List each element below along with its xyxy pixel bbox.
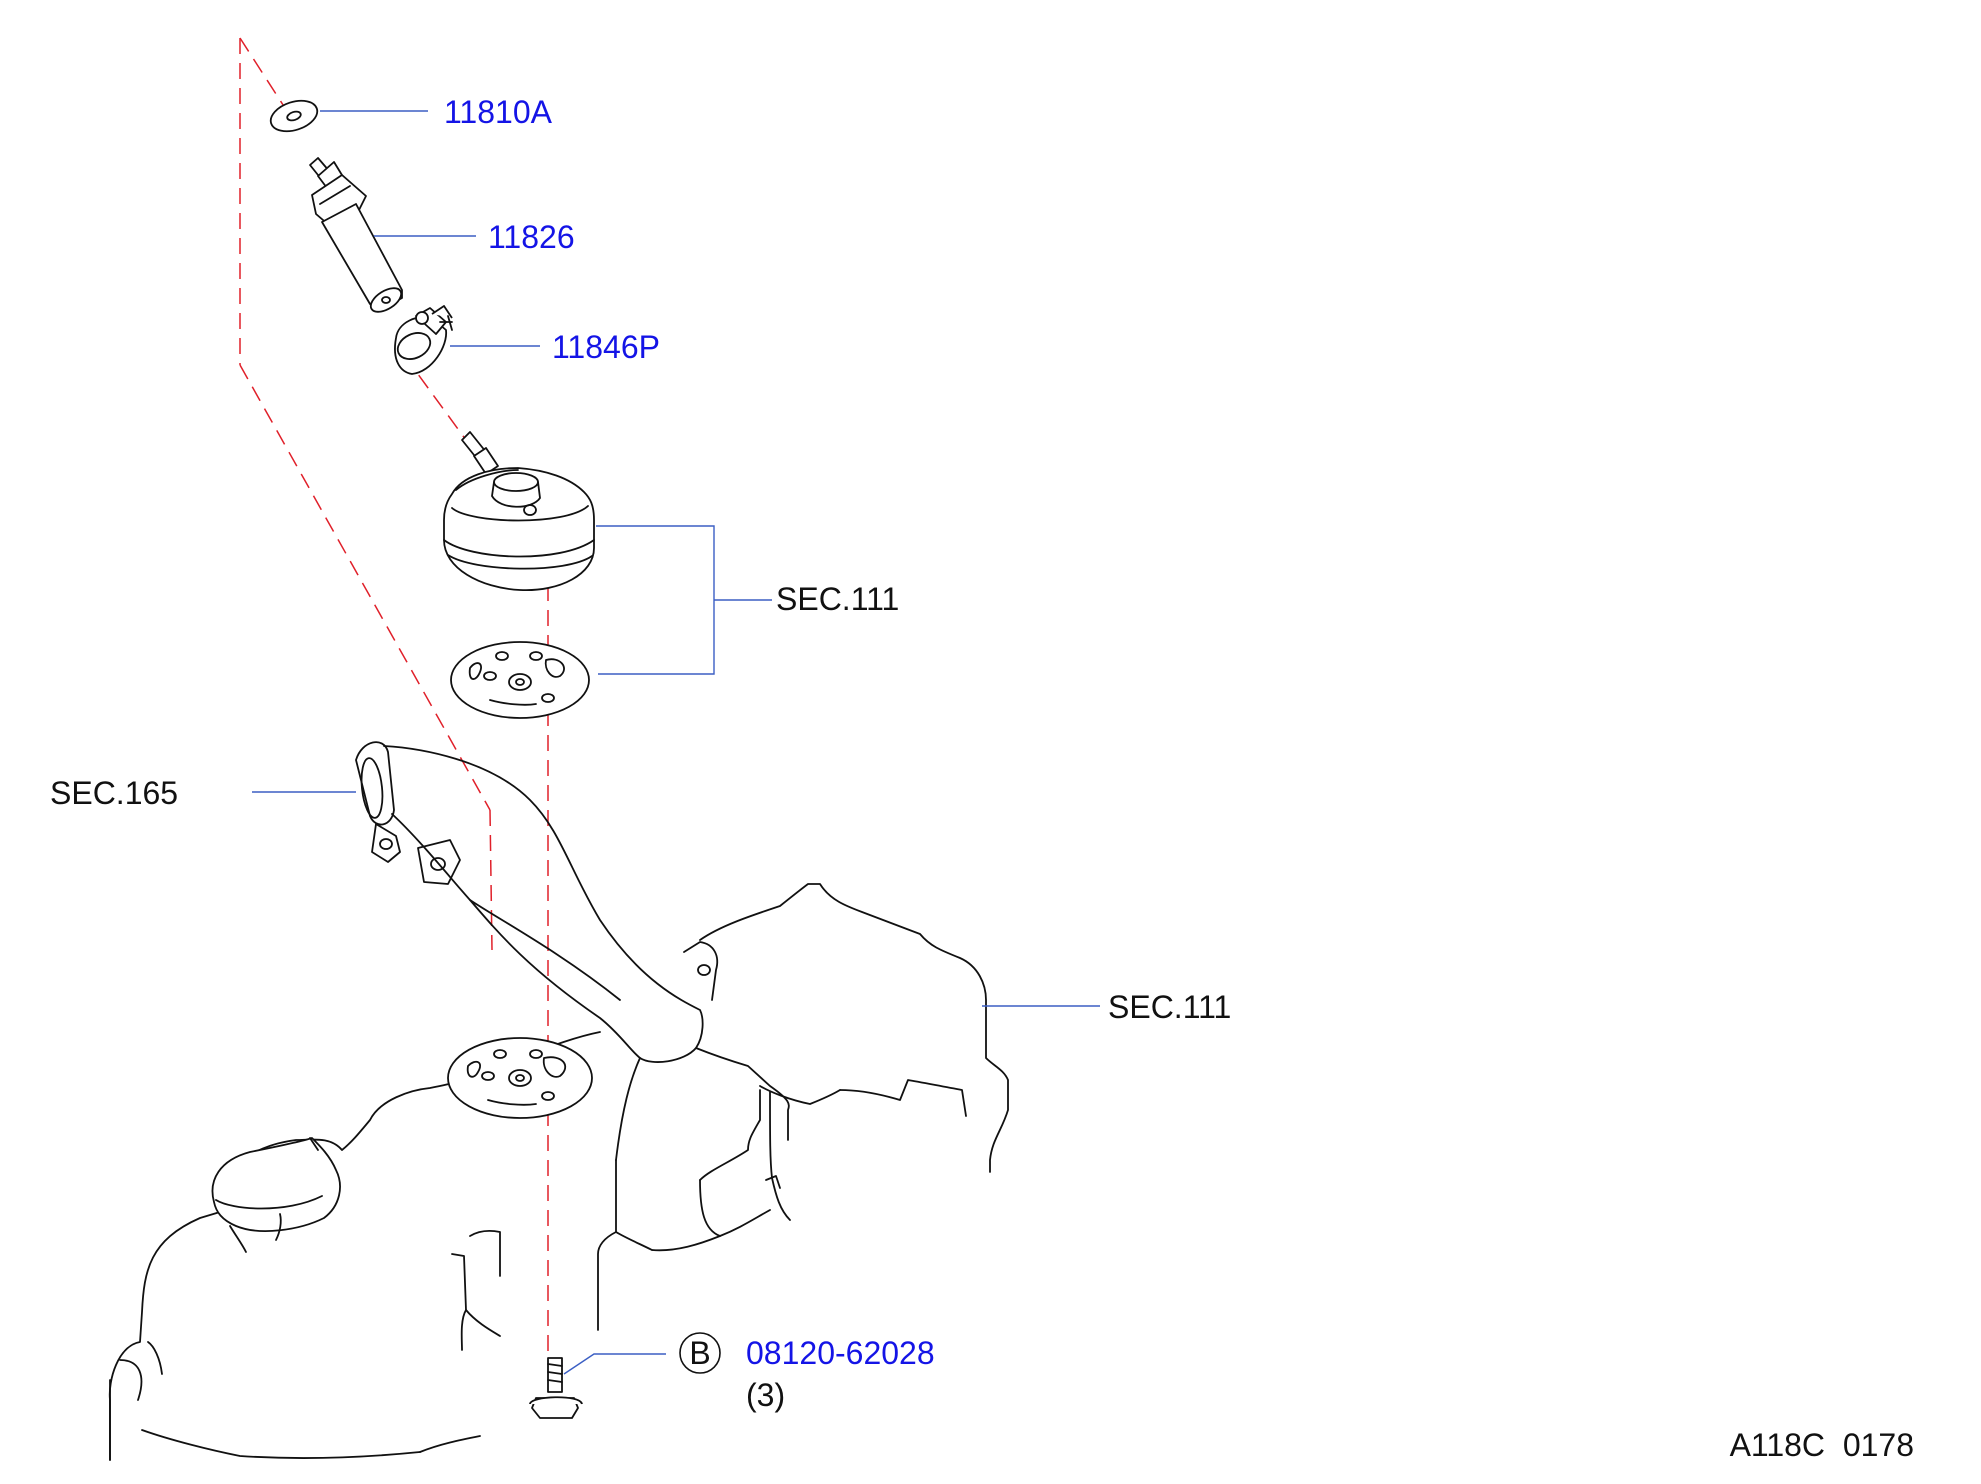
bolt-marker-label: B [689,1335,710,1371]
water-pipe[interactable] [355,741,719,1063]
valve-part[interactable] [309,157,405,317]
leader-lines [252,110,1100,1375]
oil-separator-cap[interactable] [443,431,595,591]
section-ref-sec111-lower[interactable]: SEC.111 [1108,989,1231,1025]
separator-gasket[interactable] [450,641,590,719]
bolt-marker-b: B [679,1332,721,1374]
hose-clamp-part[interactable] [394,305,453,375]
section-ref-sec111-upper[interactable]: SEC.111 [776,581,899,617]
bolt-quantity: (3) [746,1377,785,1413]
rocker-cover[interactable] [108,883,1009,1461]
callout-11846p[interactable]: 11846P [552,329,660,365]
diagram-code: A118C 0178 [1730,1427,1914,1463]
callout-08120-62028[interactable]: 08120-62028 [746,1335,935,1371]
washer-part[interactable] [267,95,321,136]
callout-11810a[interactable]: 11810A [444,94,553,130]
cover-gasket [447,1037,593,1119]
callout-11826[interactable]: 11826 [488,219,575,255]
section-ref-sec165[interactable]: SEC.165 [50,775,178,811]
bolt-part[interactable] [529,1357,583,1419]
